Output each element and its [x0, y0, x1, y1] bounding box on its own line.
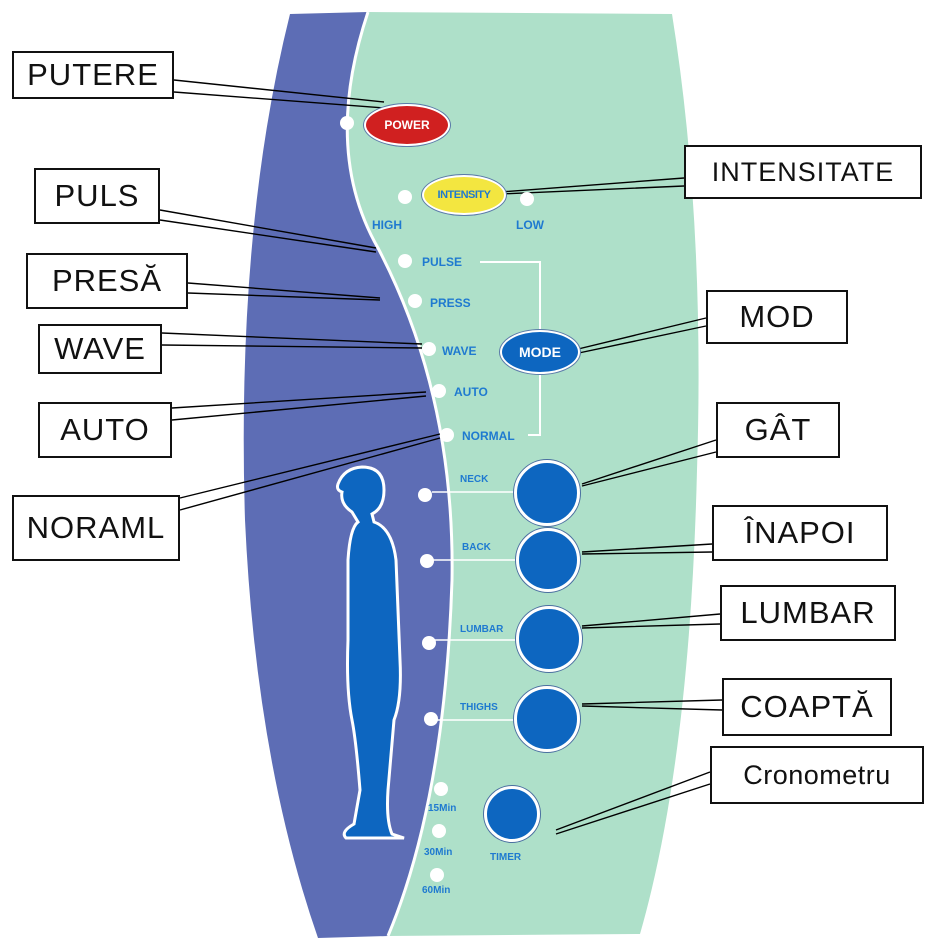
thighs-button[interactable] [514, 686, 580, 752]
power-button-label: POWER [384, 118, 429, 132]
lumbar-label: LUMBAR [460, 624, 503, 635]
neck-label: NECK [460, 474, 488, 485]
callout-puls: PULS [34, 168, 160, 224]
back-led [420, 554, 434, 568]
timer-60-led [430, 868, 444, 882]
timer-button[interactable] [484, 786, 540, 842]
callout-intensitate: INTENSITATE [684, 145, 922, 199]
normal-label: NORMAL [462, 429, 515, 443]
callout-noraml: NORAML [12, 495, 180, 561]
mode-button[interactable]: MODE [500, 330, 580, 374]
back-label: BACK [462, 542, 491, 553]
wave-label: WAVE [442, 344, 476, 358]
callout-coapta: COAPTĂ [722, 678, 892, 736]
callout-mod: MOD [706, 290, 848, 344]
back-button[interactable] [516, 528, 580, 592]
neck-button[interactable] [514, 460, 580, 526]
thighs-label: THIGHS [460, 702, 498, 713]
mode-button-label: MODE [519, 344, 561, 360]
timer-30-led [432, 824, 446, 838]
callout-lumbar: LUMBAR [720, 585, 896, 641]
timer-15-led [434, 782, 448, 796]
wave-led [422, 342, 436, 356]
low-led [520, 192, 534, 206]
pulse-label: PULSE [422, 255, 462, 269]
timer-label: TIMER [490, 852, 521, 863]
timer-60-label: 60Min [422, 885, 450, 896]
callout-presa: PRESĂ [26, 253, 188, 309]
timer-15-label: 15Min [428, 803, 456, 814]
power-led [340, 116, 354, 130]
callout-putere: PUTERE [12, 51, 174, 99]
callout-inapoi: ÎNAPOI [712, 505, 888, 561]
thighs-led [424, 712, 438, 726]
intensity-button-label: INTENSITY [438, 189, 491, 201]
high-led [398, 190, 412, 204]
normal-led [440, 428, 454, 442]
auto-label: AUTO [454, 385, 488, 399]
power-button[interactable]: POWER [364, 104, 450, 146]
low-label: LOW [516, 218, 544, 232]
lumbar-button[interactable] [516, 606, 582, 672]
callout-wave: WAVE [38, 324, 162, 374]
timer-30-label: 30Min [424, 847, 452, 858]
neck-led [418, 488, 432, 502]
callout-cronometru: Cronometru [710, 746, 924, 804]
intensity-button[interactable]: INTENSITY [422, 175, 506, 215]
high-label: HIGH [372, 218, 402, 232]
callout-gat: GÂT [716, 402, 840, 458]
lumbar-led [422, 636, 436, 650]
auto-led [432, 384, 446, 398]
pulse-led [398, 254, 412, 268]
callout-auto: AUTO [38, 402, 172, 458]
press-label: PRESS [430, 296, 471, 310]
press-led [408, 294, 422, 308]
